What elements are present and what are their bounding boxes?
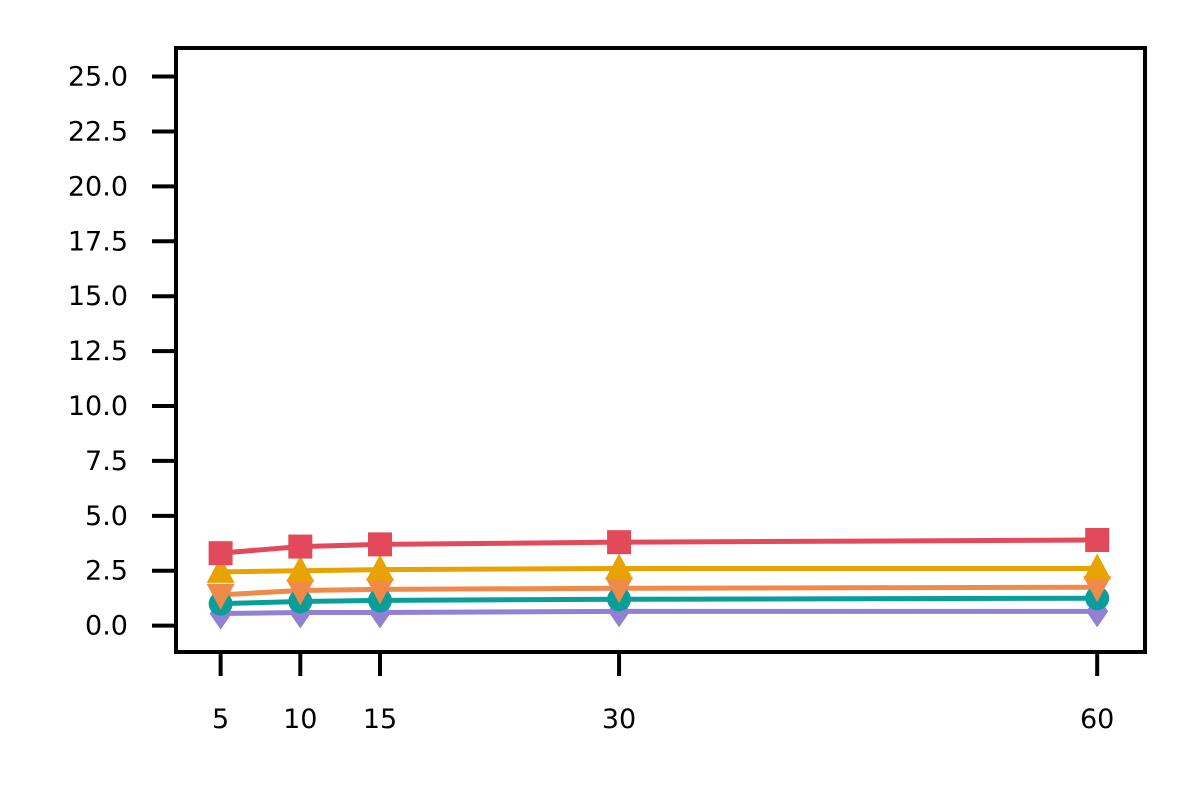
x-axis: 5 10 15 30 60 [212, 652, 1114, 735]
y-tick-label: 17.5 [68, 226, 128, 257]
x-tick-label: 5 [212, 704, 229, 735]
data-point-0 [368, 532, 392, 557]
y-tick-label: 22.5 [68, 116, 128, 147]
series-line-4 [218, 608, 1100, 617]
y-tick-label: 0.0 [85, 611, 128, 642]
x-tick-label: 15 [363, 704, 397, 735]
data-point-0 [288, 534, 313, 559]
data-point-1 [286, 555, 315, 582]
data-point-1 [605, 553, 634, 580]
data-point-2 [206, 583, 235, 610]
series-line-3 [218, 595, 1100, 607]
y-axis: 0.0 2.5 5.0 7.5 10.0 12.5 15.0 17.5 20.0 22.5 25.0 [68, 62, 176, 642]
y-tick-label: 10.0 [68, 391, 128, 422]
data-point-0 [1085, 527, 1110, 552]
series-line-1 [218, 566, 1100, 575]
data-point-2 [286, 579, 315, 606]
data-point-1 [206, 556, 235, 583]
series-layer [206, 527, 1112, 630]
data-point-2 [366, 578, 394, 605]
y-tick-label: 15.0 [68, 281, 128, 312]
series-line-2 [218, 584, 1100, 598]
x-tick-label: 30 [602, 704, 636, 735]
plot-frame [174, 46, 1147, 654]
series-line-0 [218, 537, 1100, 556]
y-tick-label: 2.5 [85, 556, 128, 587]
data-point-0 [607, 530, 632, 555]
data-point-2 [1083, 576, 1112, 603]
x-tick-label: 60 [1080, 704, 1114, 735]
x-tick-label: 10 [283, 704, 317, 735]
y-tick-label: 25.0 [68, 62, 128, 93]
y-tick-label: 20.0 [68, 171, 128, 202]
data-point-0 [208, 541, 233, 566]
data-point-1 [1083, 553, 1112, 580]
data-point-1 [366, 554, 394, 581]
y-tick-label: 12.5 [68, 336, 128, 367]
y-tick-label: 5.0 [85, 501, 128, 532]
data-point-2 [605, 577, 634, 604]
y-tick-label: 7.5 [85, 446, 128, 477]
